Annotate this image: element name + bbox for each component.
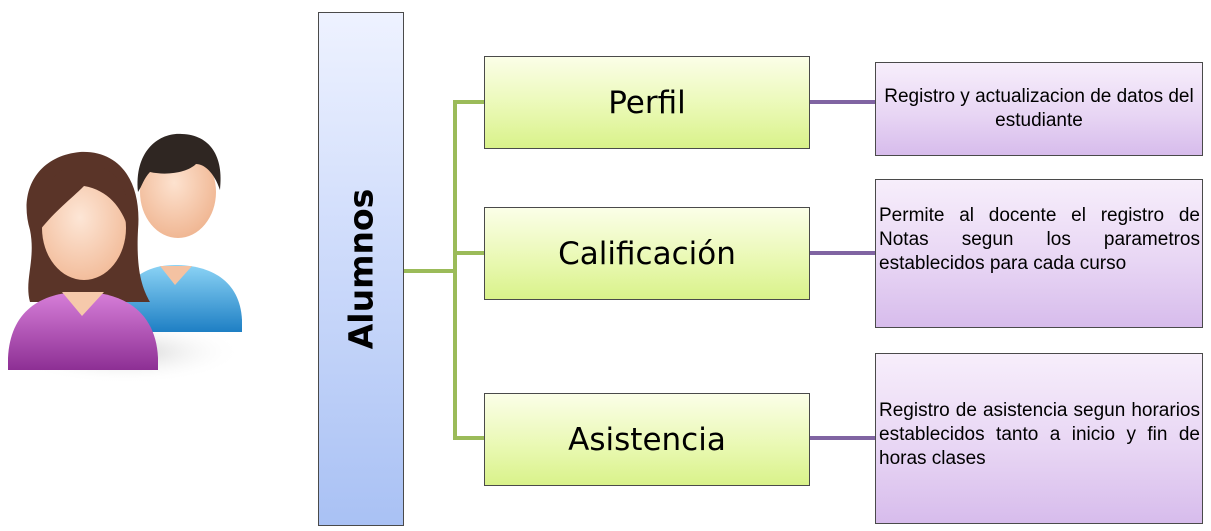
male-user-figure xyxy=(118,133,242,332)
purple-detail-connector xyxy=(810,100,875,440)
description-node-calificacion: Permite al docente el registro de Notas … xyxy=(875,179,1203,328)
description-node-asistencia: Registro de asistencia segun horarios es… xyxy=(875,353,1203,524)
female-user-figure xyxy=(8,151,158,370)
module-node-calificacion: Calificación xyxy=(484,207,810,300)
users-group-icon xyxy=(7,133,243,384)
module-node-asistencia: Asistencia xyxy=(484,393,810,486)
description-text-calificacion: Permite al docente el registro de Notas … xyxy=(879,205,1200,274)
module-label-calificacion: Calificación xyxy=(558,235,736,272)
module-label-perfil: Perfil xyxy=(608,84,686,121)
description-text-perfil: Registro y actualizacion de datos del es… xyxy=(884,86,1194,131)
module-label-asistencia: Asistencia xyxy=(568,421,726,458)
module-node-perfil: Perfil xyxy=(484,56,810,149)
description-text-asistencia: Registro de asistencia segun horarios es… xyxy=(879,400,1200,469)
description-node-perfil: Registro y actualizacion de datos del es… xyxy=(875,62,1203,156)
root-node-label: Alumnos xyxy=(341,188,381,350)
green-branch-connector xyxy=(404,100,484,440)
root-node-alumnos: Alumnos xyxy=(318,12,404,526)
